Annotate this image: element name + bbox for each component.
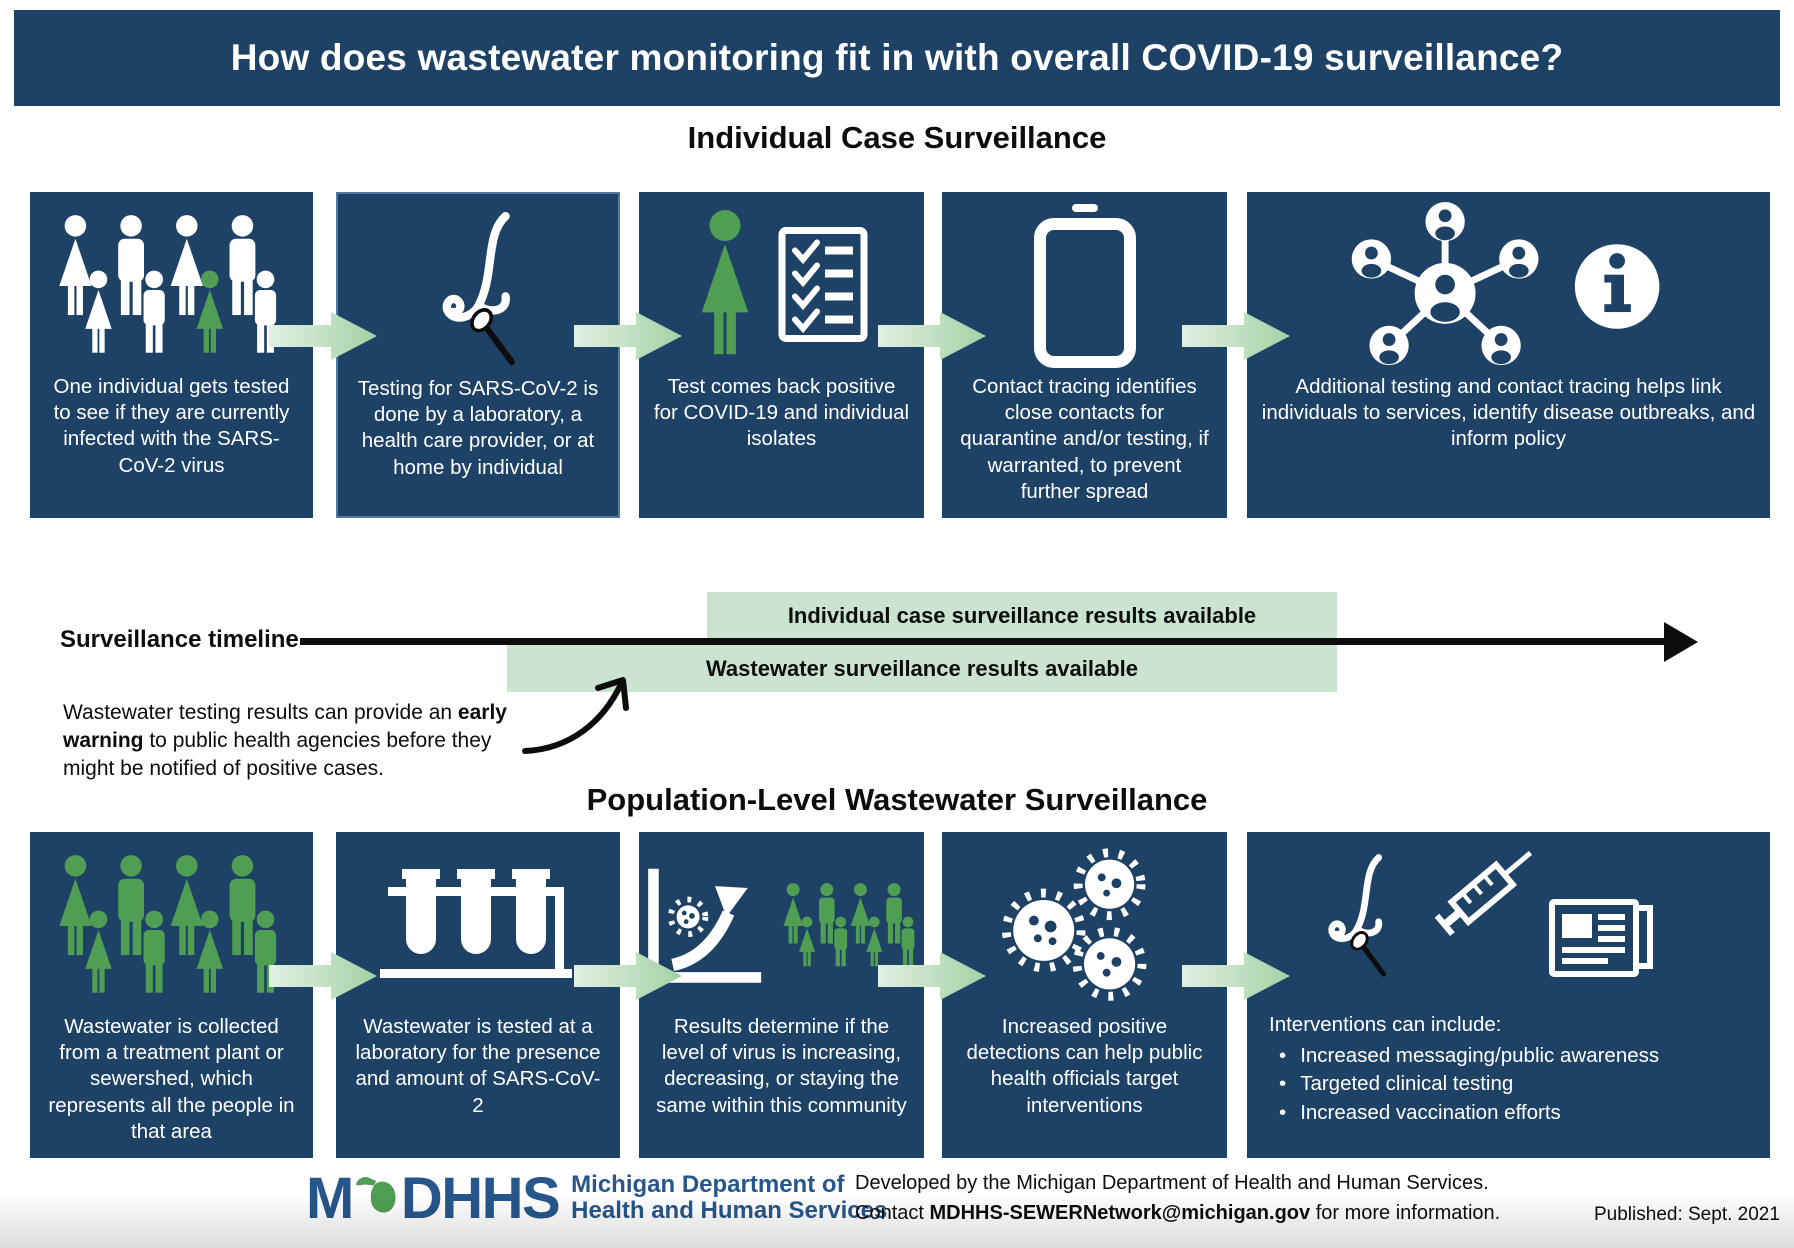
- logo-dhhs: DHHS: [400, 1165, 561, 1231]
- timeline-axis: [300, 638, 1666, 645]
- card-individual-tested: One individual gets tested to see if the…: [30, 192, 313, 518]
- card-lab-testing: Wastewater is tested at a laboratory for…: [336, 832, 620, 1158]
- logo-m: M: [306, 1165, 354, 1231]
- timeline-arrowhead-icon: [1664, 622, 1698, 662]
- contact-email: MDHHS-SEWERNetwork@michigan.gov: [929, 1202, 1311, 1224]
- card-text: Results determine if the level of virus …: [656, 1015, 907, 1117]
- syringe-icon: [1434, 850, 1533, 936]
- bullet-text: Increased vaccination efforts: [1300, 1100, 1561, 1124]
- card-virus-level-results: Results determine if the level of virus …: [639, 832, 924, 1158]
- published-date: Published: Sept. 2021: [1594, 1204, 1780, 1225]
- card-text: Wastewater is collected from a treatment…: [48, 1015, 295, 1143]
- flow-arrow-icon: [1182, 310, 1292, 362]
- card-interventions: Interventions can include: Increased mes…: [1247, 832, 1770, 1158]
- section-title-individual: Individual Case Surveillance: [687, 120, 1107, 155]
- contact-pre: Contact: [855, 1202, 930, 1224]
- test-tube-rack-icon: [336, 832, 620, 1010]
- contact-post: for more information.: [1310, 1202, 1501, 1224]
- card-text: Wastewater is tested at a laboratory for…: [355, 1015, 601, 1117]
- flow-arrow-icon: [1182, 950, 1292, 1002]
- flow-arrow-icon: [269, 950, 379, 1002]
- early-warning-note: Wastewater testing results can provide a…: [63, 699, 537, 783]
- bullet-text: Increased messaging/public awareness: [1300, 1043, 1660, 1067]
- card-additional-testing: Additional testing and contact tracing h…: [1247, 192, 1770, 518]
- banner-title: How does wastewater monitoring fit in wi…: [230, 37, 1564, 78]
- nose-swab-syringe-newspaper-icon: [1247, 832, 1770, 1010]
- bullet-item: Increased messaging/public awareness: [1269, 1043, 1752, 1070]
- note-bold: early warning: [63, 701, 507, 753]
- curved-pointer-arrow-icon: [440, 656, 650, 766]
- logo-dept-line2: Health and Human Services: [571, 1197, 888, 1224]
- card-positive-result: Test comes back positive for COVID-19 an…: [639, 192, 924, 518]
- flow-arrow-icon: [878, 310, 988, 362]
- card-intro: Interventions can include:: [1269, 1013, 1502, 1036]
- card-text: Increased positive detections can help p…: [966, 1015, 1203, 1117]
- mobile-phone-icon: [942, 192, 1227, 370]
- note-post: to public health agencies before they mi…: [63, 729, 492, 781]
- card-text: Additional testing and contact tracing h…: [1261, 375, 1756, 451]
- section-title-population: Population-Level Wastewater Surveillance: [586, 782, 1208, 817]
- people-group-one-highlighted-icon: [30, 192, 313, 370]
- card-text: Contact tracing identifies close contact…: [960, 375, 1209, 503]
- michigan-state-icon: [354, 1166, 400, 1221]
- individual-results-band: Individual case surveillance results ava…: [707, 592, 1337, 639]
- card-text: One individual gets tested to see if the…: [53, 375, 290, 477]
- card-text: Test comes back positive for COVID-19 an…: [653, 375, 910, 451]
- bullet-list: Increased messaging/public awareness Tar…: [1247, 1039, 1770, 1127]
- note-pre: Wastewater testing results can provide a…: [63, 701, 458, 724]
- developed-line: Developed by the Michigan Department of …: [855, 1172, 1489, 1194]
- flow-arrow-icon: [574, 950, 684, 1002]
- bullet-text: Targeted clinical testing: [1300, 1072, 1514, 1096]
- mdhhs-logo: M DHHS Michigan Department of Health and…: [306, 1160, 887, 1236]
- contact-line: Contact MDHHS-SEWERNetwork@michigan.gov …: [855, 1198, 1500, 1228]
- developed-by-text: Developed by the Michigan Department of …: [855, 1168, 1500, 1228]
- card-contact-tracing: Contact tracing identifies close contact…: [942, 192, 1227, 518]
- newspaper-icon: [1549, 899, 1653, 977]
- timeline-label: Surveillance timeline: [60, 626, 299, 653]
- card-wastewater-collected: Wastewater is collected from a treatment…: [30, 832, 313, 1158]
- card-testing-lab: Testing for SARS-CoV-2 is done by a labo…: [336, 192, 620, 518]
- virus-particles-icon: [942, 832, 1227, 1010]
- contact-network-info-icon: [1247, 192, 1770, 370]
- people-group-green-icon: [30, 832, 313, 1010]
- person-checklist-icon: [639, 192, 924, 370]
- nose-swab-icon: [338, 194, 618, 372]
- logo-department-text: Michigan Department of Health and Human …: [571, 1170, 888, 1225]
- flow-arrow-icon: [574, 310, 684, 362]
- logo-dept-line1: Michigan Department of: [571, 1170, 845, 1198]
- bullet-item: Targeted clinical testing: [1269, 1071, 1752, 1098]
- wastewater-results-band: Wastewater surveillance results availabl…: [507, 645, 1337, 692]
- bullet-item: Increased vaccination efforts: [1269, 1100, 1752, 1127]
- flow-arrow-icon: [269, 310, 379, 362]
- flow-arrow-icon: [878, 950, 988, 1002]
- card-increased-detections: Increased positive detections can help p…: [942, 832, 1227, 1158]
- banner: How does wastewater monitoring fit in wi…: [14, 10, 1780, 106]
- card-text: Testing for SARS-CoV-2 is done by a labo…: [357, 377, 599, 479]
